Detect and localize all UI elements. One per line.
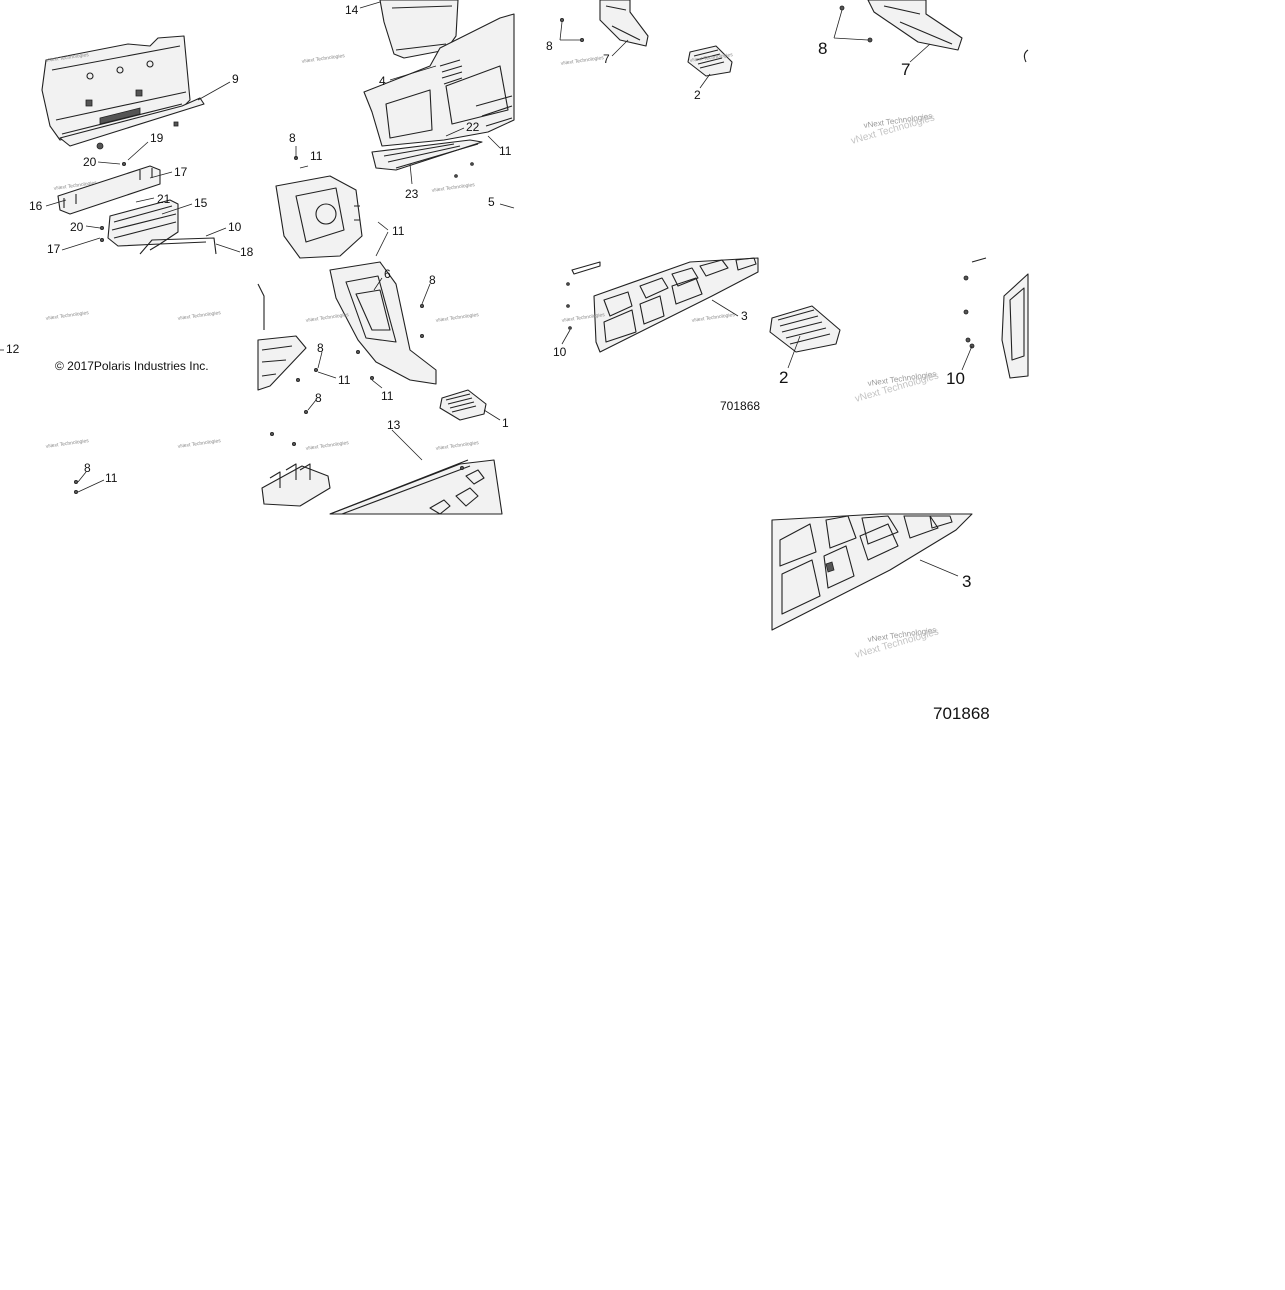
latch-bracket xyxy=(57,165,161,215)
callout-13: 13 xyxy=(387,418,401,432)
panel-top-left: vNext Technologies vNext Technologies 9 … xyxy=(29,35,254,259)
callout-17: 17 xyxy=(174,165,188,179)
side-bracket xyxy=(257,335,307,391)
floor-panel-enlarged xyxy=(771,513,973,631)
callout-16: 16 xyxy=(29,199,43,213)
callout-21: 21 xyxy=(157,192,171,206)
storage-bin xyxy=(379,0,459,59)
watermark: vNext Technologies xyxy=(301,53,345,65)
panel-bottom-right: 3 vNext Technologies vNext Technologies … xyxy=(771,513,990,723)
rear-wall-panel xyxy=(363,13,515,147)
callout-20: 20 xyxy=(83,155,97,169)
callout-15: 15 xyxy=(194,196,208,210)
callout-20: 20 xyxy=(70,220,84,234)
panel-top-middle: vNext Technologies vNext Technologies 14… xyxy=(275,0,515,259)
callout-2: 2 xyxy=(779,368,788,387)
callout-11: 11 xyxy=(338,373,351,387)
callout-10: 10 xyxy=(946,369,965,388)
callout-18: 18 xyxy=(240,245,254,259)
watermark: vNext Technologies xyxy=(45,310,89,322)
watermark: vNext Technologies xyxy=(691,312,735,324)
callout-8: 8 xyxy=(317,341,324,355)
callout-10: 10 xyxy=(228,220,242,234)
watermark: vNext Technologies xyxy=(305,440,349,452)
callout-8: 8 xyxy=(289,131,296,145)
callout-11: 11 xyxy=(499,144,512,158)
watermark: vNext Technologies xyxy=(305,312,349,324)
floor-panel xyxy=(329,459,503,515)
callout-1: 1 xyxy=(502,416,509,430)
tray xyxy=(139,237,217,255)
callout-8: 8 xyxy=(818,39,827,58)
panel-left-lower: vNext Technologies vNext Technologies vN… xyxy=(0,310,222,494)
diagram-number: 701868 xyxy=(933,704,990,723)
callout-17: 17 xyxy=(47,242,61,256)
seat-back-frame xyxy=(329,261,437,385)
callout-8: 8 xyxy=(84,461,91,475)
seat-frame xyxy=(275,175,363,259)
watermark: vNext Technologies xyxy=(435,312,479,324)
watermark: vNext Technologies xyxy=(45,438,89,450)
callout-23: 23 xyxy=(405,187,419,201)
skid-plate xyxy=(261,465,331,507)
callout-22: 22 xyxy=(466,120,480,134)
callout-12: 12 xyxy=(6,342,20,356)
callout-7: 7 xyxy=(603,52,610,66)
callout-3: 3 xyxy=(741,309,748,323)
panel-top-right-small: vNext Technologies vNext Technologies 8 … xyxy=(546,0,734,102)
diagram-number: 701868 xyxy=(720,399,760,413)
callout-19: 19 xyxy=(150,131,164,145)
callout-3: 3 xyxy=(962,572,971,591)
callout-14: 14 xyxy=(345,3,359,17)
side-rail xyxy=(599,0,649,47)
callout-8: 8 xyxy=(315,391,322,405)
callout-11: 11 xyxy=(381,389,394,403)
callout-5: 5 xyxy=(488,195,495,209)
callout-7: 7 xyxy=(901,60,910,79)
callout-9: 9 xyxy=(232,72,239,86)
callout-11: 11 xyxy=(310,149,323,163)
side-rail-enlarged xyxy=(867,0,963,51)
watermark-logo: vNext Technologies vNext Technologies xyxy=(850,111,936,146)
watermark: vNext Technologies xyxy=(431,182,475,194)
callout-6: 6 xyxy=(384,267,391,281)
copyright-notice: © 2017Polaris Industries Inc. xyxy=(55,359,209,373)
callout-8: 8 xyxy=(546,39,553,53)
callout-2: 2 xyxy=(694,88,701,102)
callout-10: 10 xyxy=(553,345,567,359)
callout-11: 11 xyxy=(105,471,118,485)
side-panel-edge xyxy=(1001,273,1029,379)
watermark: vNext Technologies xyxy=(177,438,221,450)
panel-top-right-large: 8 7 vNext Technologies vNext Technologie… xyxy=(818,0,1029,147)
watermark-logo: vNext Technologies vNext Technologies xyxy=(854,369,940,404)
watermark: vNext Technologies xyxy=(560,55,604,67)
watermark-logo: vNext Technologies vNext Technologies xyxy=(854,625,940,660)
panel-mid-right-small: vNext Technologies vNext Technologies 3 … xyxy=(553,257,760,413)
callout-8: 8 xyxy=(429,273,436,287)
panel-mid-right-large: 2 10 vNext Technologies vNext Technologi… xyxy=(769,257,1029,405)
panel-middle-lower: vNext Technologies vNext Technologies vN… xyxy=(257,261,509,515)
callout-4: 4 xyxy=(379,74,386,88)
callout-11: 11 xyxy=(392,224,405,238)
watermark: vNext Technologies xyxy=(435,440,479,452)
watermark: vNext Technologies xyxy=(177,310,221,322)
